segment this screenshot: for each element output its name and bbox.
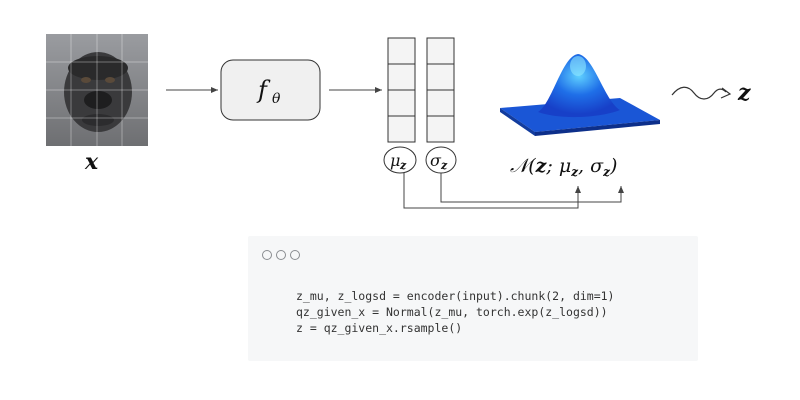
window-dot-icon (276, 250, 286, 260)
output-label: z (737, 80, 751, 106)
mu-circle (383, 146, 417, 174)
sigma-vector (426, 37, 455, 143)
vae-diagram: x f θ μ z σ z 𝒩(z; μz, σz) (46, 34, 751, 209)
gorilla-image (46, 34, 148, 146)
code-block: z_mu, z_logsd = encoder(input).chunk(2, … (296, 288, 615, 336)
code-line-3: z = qz_given_x.rsample() (296, 321, 463, 335)
sampling-squiggle (671, 86, 727, 100)
mu-connector (403, 173, 581, 209)
encoder-box (220, 59, 321, 121)
window-dot-icon (262, 250, 272, 260)
window-dot-icon (290, 250, 300, 260)
sigma-connector (440, 173, 624, 203)
window-controls (262, 250, 300, 260)
gaussian-surface (500, 54, 660, 136)
code-line-2: qz_given_x = Normal(z_mu, torch.exp(z_lo… (296, 305, 608, 319)
mu-subscript: z (399, 159, 407, 172)
input-label: x (84, 149, 99, 175)
sigma-subscript: z (440, 159, 448, 172)
code-line-1: z_mu, z_logsd = encoder(input).chunk(2, … (296, 289, 615, 303)
sigma-label: σ (430, 151, 442, 170)
sampling-arrowhead (720, 87, 732, 99)
code-panel: z_mu, z_logsd = encoder(input).chunk(2, … (248, 236, 698, 361)
normal-label: 𝒩(z; μz, σz) (510, 155, 617, 179)
mu-label: μ (390, 151, 400, 170)
mu-vector (387, 37, 416, 143)
encoder-subscript: θ (272, 91, 281, 107)
